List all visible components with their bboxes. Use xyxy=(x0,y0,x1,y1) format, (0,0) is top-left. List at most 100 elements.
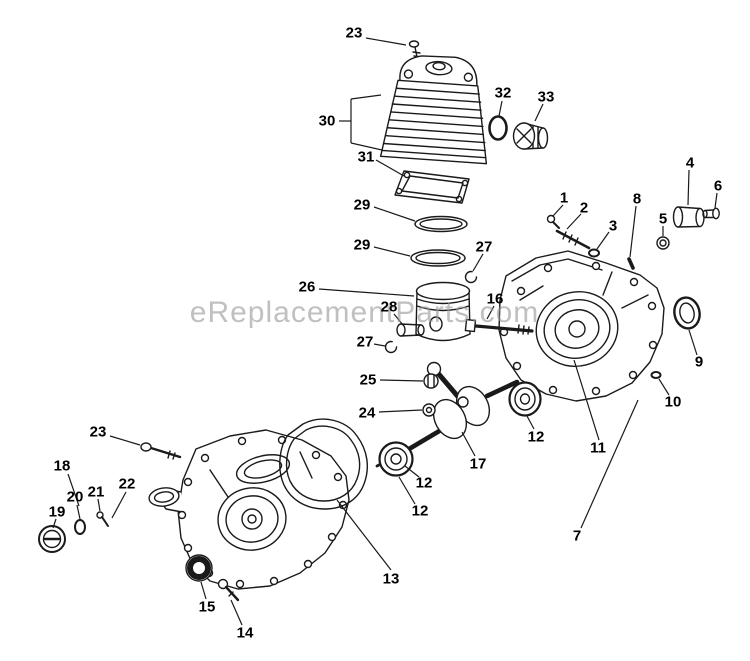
part-number-21: 21 xyxy=(87,483,105,501)
part-number-18: 18 xyxy=(53,457,71,475)
leader-line xyxy=(580,399,639,529)
part-number-24: 24 xyxy=(358,404,376,422)
leader-line xyxy=(404,465,420,478)
clip-25-drawing xyxy=(423,373,439,389)
leader-line xyxy=(97,498,101,512)
piston-ring-lower-drawing xyxy=(410,249,466,267)
bearing-left-drawing xyxy=(378,441,414,477)
part-number-23-left: 23 xyxy=(89,423,107,441)
leader-line xyxy=(373,246,411,257)
leader-line xyxy=(109,435,141,446)
pin-8-drawing xyxy=(627,257,635,270)
part-number-27-right: 27 xyxy=(475,238,493,256)
part-number-3: 3 xyxy=(608,217,618,235)
leader-line xyxy=(498,100,503,117)
left-crankcase-drawing xyxy=(158,429,350,590)
stud-2-drawing xyxy=(555,229,591,250)
part-number-30: 30 xyxy=(318,112,336,130)
part-number-6: 6 xyxy=(713,177,723,195)
part-number-28: 28 xyxy=(380,298,398,316)
leader-line xyxy=(350,142,383,151)
piston-drawing xyxy=(415,281,471,342)
part-number-32: 32 xyxy=(494,84,512,102)
leader-line xyxy=(67,473,80,507)
leader-line xyxy=(461,431,476,457)
leader-line xyxy=(200,581,207,600)
part-number-2: 2 xyxy=(579,199,589,217)
leader-line xyxy=(365,37,407,46)
leader-line xyxy=(596,231,610,250)
part-number-10: 10 xyxy=(664,393,682,411)
leader-line xyxy=(566,213,582,230)
part-number-15: 15 xyxy=(198,598,216,616)
part-number-33: 33 xyxy=(537,88,555,106)
bushing-4-drawing xyxy=(672,206,705,228)
part-number-22: 22 xyxy=(118,475,136,493)
leader-line xyxy=(379,379,424,382)
base-gasket-drawing xyxy=(394,170,470,204)
leader-line xyxy=(373,343,386,347)
grommet-15-drawing xyxy=(185,554,213,582)
screw-6-drawing xyxy=(702,207,720,220)
leader-line xyxy=(552,204,564,217)
leader-line xyxy=(318,288,415,297)
bearing-right-drawing xyxy=(508,381,542,417)
part-number-17: 17 xyxy=(469,455,487,473)
cap-22-drawing xyxy=(148,487,180,507)
leader-line xyxy=(398,476,416,505)
leader-line xyxy=(526,415,535,430)
leader-line xyxy=(230,599,243,626)
part-number-31: 31 xyxy=(357,148,375,166)
leader-line xyxy=(375,159,405,177)
leader-line xyxy=(76,504,81,520)
part-number-13: 13 xyxy=(382,570,400,588)
part-number-1: 1 xyxy=(559,189,569,207)
part-number-16: 16 xyxy=(486,290,504,308)
part-number-8: 8 xyxy=(632,190,642,208)
part-number-27-left: 27 xyxy=(356,333,374,351)
leader-line xyxy=(373,206,416,222)
part-number-23-top: 23 xyxy=(345,24,363,42)
part-number-12-low: 12 xyxy=(411,502,429,520)
screw-14-drawing xyxy=(217,578,240,602)
leader-line xyxy=(52,518,57,529)
leader-line xyxy=(350,94,382,100)
part-number-7: 7 xyxy=(572,527,582,545)
seal-9-drawing xyxy=(673,296,701,330)
cylinder-drawing xyxy=(379,55,488,165)
part-number-19: 19 xyxy=(48,503,66,521)
part-number-4: 4 xyxy=(685,154,695,172)
oring-3-drawing xyxy=(588,248,600,258)
nut-5-drawing xyxy=(656,236,670,250)
bolt-16-drawing xyxy=(464,318,534,335)
part-number-14: 14 xyxy=(236,624,254,642)
part-number-5: 5 xyxy=(658,210,668,228)
leader-line xyxy=(393,313,404,326)
right-crankcase-drawing xyxy=(498,250,665,402)
washer-24-drawing xyxy=(422,403,436,417)
crankshaft-drawing xyxy=(375,361,520,469)
screw-21-drawing xyxy=(96,511,109,527)
part-number-12-right: 12 xyxy=(527,428,545,446)
leader-line xyxy=(714,192,718,209)
leader-line xyxy=(658,378,670,396)
oring-10-drawing xyxy=(650,371,662,379)
leader-line xyxy=(629,205,637,258)
crankcase-gasket-drawing xyxy=(279,418,369,510)
leader-line xyxy=(111,491,127,519)
leader-line xyxy=(472,253,484,272)
bolt-23-left-drawing xyxy=(140,442,182,460)
part-number-26: 26 xyxy=(298,278,316,296)
part-number-11: 11 xyxy=(590,439,606,457)
part-number-29-b: 29 xyxy=(353,236,371,254)
screw-1-drawing xyxy=(546,214,560,229)
part-number-12-mid: 12 xyxy=(415,474,433,492)
leader-line xyxy=(534,103,544,122)
piston-ring-upper-drawing xyxy=(414,215,468,233)
leader-line xyxy=(378,409,423,413)
leader-line xyxy=(688,329,698,356)
part-number-20: 20 xyxy=(66,488,84,506)
plug-drawing xyxy=(512,122,549,150)
pin-clip-right-drawing xyxy=(464,270,478,284)
oring-20-drawing xyxy=(74,519,86,535)
